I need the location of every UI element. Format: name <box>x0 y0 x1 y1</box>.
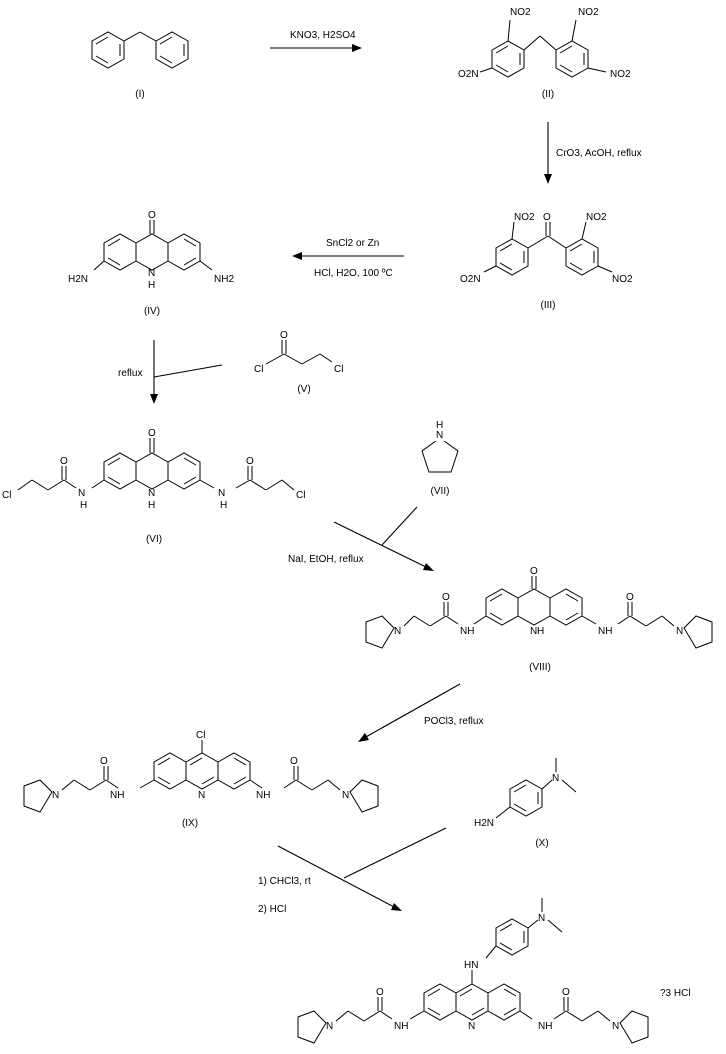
compound-VIII-label: (VIII) <box>529 662 551 673</box>
compound-V-structure <box>265 340 333 365</box>
compound-VI-amide-o-right: O <box>246 456 254 467</box>
compound-VIII-ring-h: H <box>537 626 544 637</box>
compound-VI-cl-left: Cl <box>2 490 11 501</box>
compound-II-structure <box>479 19 607 78</box>
compound-X-label: (X) <box>535 838 548 849</box>
compound-V-acyl-cl: Cl <box>254 364 263 375</box>
compound-III-no2-right: NO2 <box>586 212 607 223</box>
final-product-nme2-n: N <box>538 913 545 924</box>
compound-III-no2-left: NO2 <box>514 212 535 223</box>
final-product-pyrrolidine-n-right: N <box>612 1021 619 1032</box>
compound-IX-cl: Cl <box>196 730 205 741</box>
compound-III-o2n: O2N <box>460 274 481 285</box>
final-product-pyrrolidine-n-left: N <box>326 1021 333 1032</box>
compound-X-nme2-n: N <box>552 773 559 784</box>
compound-IV-carbonyl-o: O <box>148 210 156 221</box>
arrow-step7 <box>277 827 447 911</box>
condition-step3b: HCl, H2O, 100 ºC <box>314 268 393 279</box>
compound-VI-label: (VI) <box>146 534 162 545</box>
compound-VIII-amide-o-right: O <box>626 592 634 603</box>
compound-IV-ring-n: N <box>148 268 155 279</box>
compound-III-no2-para: NO2 <box>612 274 633 285</box>
condition-step5: NaI, EtOH, reflux <box>288 554 364 565</box>
compound-I-structure <box>91 31 189 69</box>
compound-VII-n: N <box>436 430 443 441</box>
condition-step2: CrO3, AcOH, reflux <box>556 148 642 159</box>
compound-VI-amide-o-left: O <box>60 456 68 467</box>
final-product-ring-n: N <box>468 1021 475 1032</box>
compound-II-o2n: O2N <box>458 69 479 80</box>
final-product-nh-right: NH <box>538 1021 552 1032</box>
final-product-structure <box>297 898 649 1044</box>
compound-VI-ring-h: H <box>148 500 155 511</box>
compound-VIII-pyrrolidine-n-right: N <box>676 626 683 637</box>
compound-VII-structure <box>421 437 459 473</box>
condition-step4: reflux <box>118 368 142 379</box>
compound-IX-nh-right: NH <box>256 790 270 801</box>
compound-IX-label: (IX) <box>182 818 198 829</box>
compound-VIII-ring-nh: N <box>530 626 537 637</box>
compound-VII-label: (VII) <box>431 486 450 497</box>
arrow-step4 <box>150 340 223 404</box>
compound-V-carbonyl-o: O <box>280 330 288 341</box>
final-product-nh-left: NH <box>394 1021 408 1032</box>
condition-step6: POCl3, reflux <box>424 716 483 727</box>
compound-VIII-nh-right: NH <box>598 626 612 637</box>
final-product-anilino-hn: HN <box>464 960 478 971</box>
compound-VIII-carbonyl-o: O <box>530 566 538 577</box>
compound-V-alkyl-cl: Cl <box>334 364 343 375</box>
compound-VI-nh-right-n: N <box>218 488 225 499</box>
compound-VIII-nh-left: NH <box>460 626 474 637</box>
compound-IX-pyrrolidine-n-left: N <box>52 790 59 801</box>
compound-III-carbonyl-o: O <box>543 212 551 223</box>
compound-X-structure <box>495 758 577 819</box>
compound-VIII-structure <box>365 576 713 649</box>
compound-IV-ring-h: H <box>148 280 155 291</box>
arrow-step2 <box>544 122 552 184</box>
compound-III-structure <box>483 221 613 276</box>
compound-VII-nh-mask <box>430 425 450 441</box>
compound-II-label: (II) <box>542 89 554 100</box>
compound-VI-cl-right: Cl <box>296 490 305 501</box>
compound-III-label: (III) <box>541 300 556 311</box>
compound-VIII-pyrrolidine-n-left: N <box>394 626 401 637</box>
compound-V-label: (V) <box>297 384 310 395</box>
final-product-amide-o-right: O <box>562 987 570 998</box>
compound-IV-h2n: H2N <box>68 274 88 285</box>
compound-VIII-amide-o-left: O <box>442 592 450 603</box>
compound-II-no2-right: NO2 <box>578 7 599 18</box>
arrow-step1 <box>270 44 362 52</box>
compound-IX-structure <box>23 740 379 813</box>
compound-IX-pyrrolidine-n-right: N <box>342 790 349 801</box>
compound-VI-nh-right-h: H <box>220 500 227 511</box>
compound-IV-structure <box>93 220 213 271</box>
condition-step7b: 2) HCl <box>258 904 286 915</box>
condition-step7a: 1) CHCl3, rt <box>258 876 311 887</box>
compound-VI-nh-left-n: N <box>78 488 85 499</box>
compound-IX-ring-n: N <box>198 790 205 801</box>
compound-VI-carbonyl-o: O <box>148 428 156 439</box>
compound-VI-ring-n: N <box>148 488 155 499</box>
compound-VI-structure <box>17 438 295 491</box>
compound-I-label: (I) <box>135 89 144 100</box>
compound-X-h2n: H2N <box>474 818 494 829</box>
compound-VII-h: H <box>436 420 443 431</box>
compound-II-no2-para: NO2 <box>610 69 631 80</box>
final-product-amide-o-left: O <box>376 987 384 998</box>
condition-step1: KNO3, H2SO4 <box>290 30 356 41</box>
compound-IX-amide-o-left: O <box>100 756 108 767</box>
compound-IV-label: (IV) <box>144 306 160 317</box>
final-product-salt: ?3 HCl <box>660 988 691 999</box>
condition-step3a: SnCl2 or Zn <box>326 238 379 249</box>
compound-IX-amide-o-right: O <box>290 756 298 767</box>
compound-IV-nh2: NH2 <box>214 274 234 285</box>
compound-II-no2-left: NO2 <box>510 7 531 18</box>
arrow-step5 <box>333 506 434 571</box>
compound-IX-nh-left: NH <box>110 790 124 801</box>
compound-VI-nh-left-h: H <box>80 500 87 511</box>
arrow-step6 <box>358 683 461 742</box>
arrow-step3 <box>292 252 404 260</box>
